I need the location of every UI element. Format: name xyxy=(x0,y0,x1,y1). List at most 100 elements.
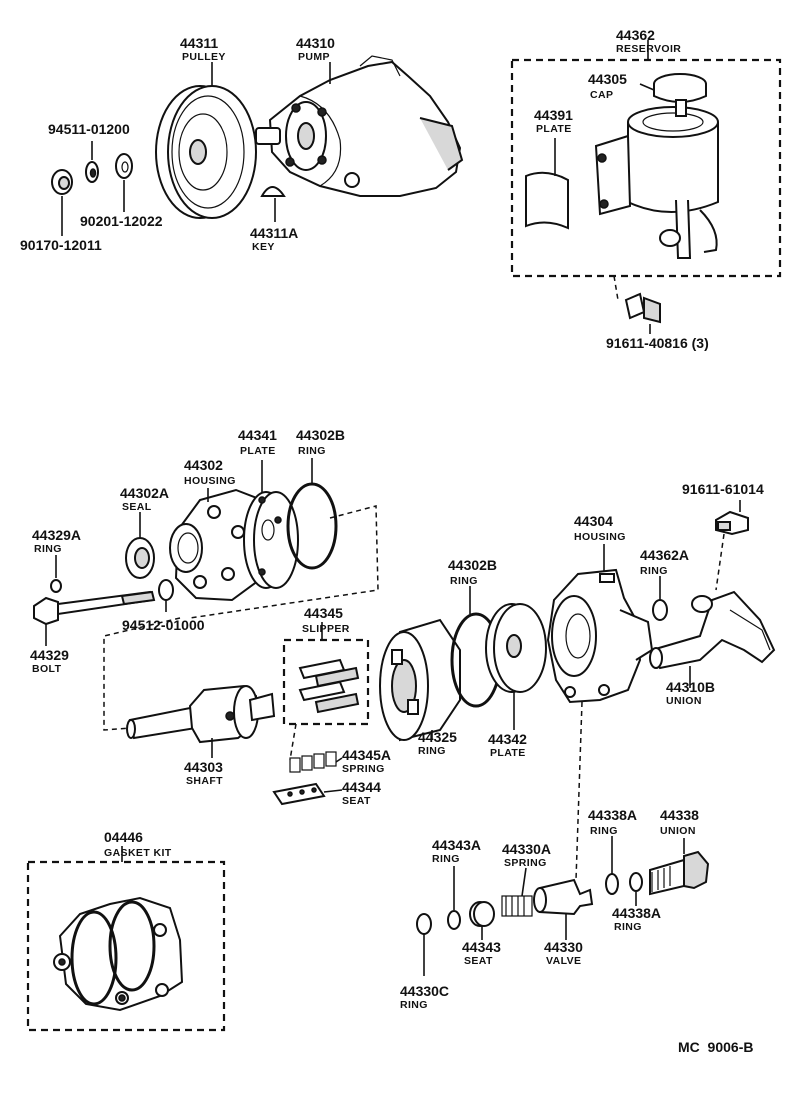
reservoir-plate-part xyxy=(525,171,569,230)
label-seat-no: 44344 xyxy=(342,779,381,795)
label-key-name: KEY xyxy=(252,241,275,253)
label-valve-seat-no: 44343 xyxy=(462,939,501,955)
label-spring-name: SPRING xyxy=(342,763,385,775)
label-res-plate-name: PLATE xyxy=(536,123,572,135)
front-housing-part xyxy=(169,488,270,602)
cam-ring-part xyxy=(379,618,461,742)
label-front-housing-name: HOUSING xyxy=(184,475,236,487)
slipper-box xyxy=(282,638,370,726)
ring-lower-part xyxy=(629,872,643,892)
label-reservoir-no: 44362 xyxy=(616,27,655,43)
washer-c-part xyxy=(158,579,174,601)
label-slipper-no: 44345 xyxy=(304,605,343,621)
label-front-ring-name: RING xyxy=(298,445,326,457)
assembly-line-2 xyxy=(103,617,181,731)
label-valve-name: VALVE xyxy=(546,955,581,967)
ring-upper-part xyxy=(605,873,619,895)
label-union-bolt-no: 91611-61014 xyxy=(682,481,764,497)
spring-part xyxy=(289,751,337,773)
bolt-part xyxy=(33,590,156,626)
label-pulley-no: 44311 xyxy=(180,35,218,51)
label-cam-ring-o-no: 44302B xyxy=(448,557,497,573)
key-part xyxy=(260,186,286,197)
ring-c-part xyxy=(416,913,432,935)
label-cap-no: 44305 xyxy=(588,71,627,87)
label-bolt-no: 44329 xyxy=(30,647,69,663)
label-nut-no: 90170-12011 xyxy=(20,237,102,253)
washer-a-part xyxy=(85,161,99,183)
gasket-kit-box xyxy=(26,860,226,1032)
label-seal-no: 44302A xyxy=(120,485,169,501)
shaft-part xyxy=(126,684,276,744)
label-pump-no: 44310 xyxy=(296,35,335,51)
label-key-no: 44311A xyxy=(250,225,298,241)
label-reservoir-name: RESERVOIR xyxy=(616,43,681,55)
label-ring-c-no: 44330C xyxy=(400,983,449,999)
union-outlet-part xyxy=(649,850,710,896)
seat-part xyxy=(272,782,326,806)
label-bolt-name: BOLT xyxy=(32,663,62,675)
label-front-housing-no: 44302 xyxy=(184,457,223,473)
rear-housing-part xyxy=(546,568,654,704)
label-ring-upper-name: RING xyxy=(590,825,618,837)
label-front-plate-no: 44341 xyxy=(238,427,277,443)
valve-ring-part xyxy=(447,910,461,930)
label-union-no: 44310B xyxy=(666,679,715,695)
valve-seat-part xyxy=(469,901,495,927)
seal-part xyxy=(125,537,155,579)
label-shaft-no: 44303 xyxy=(184,759,223,775)
label-ring-lower-name: RING xyxy=(614,921,642,933)
label-cam-ring-no: 44325 xyxy=(418,729,457,745)
front-plate-part xyxy=(243,491,299,589)
label-ring-c-name: RING xyxy=(400,999,428,1011)
label-slipper-name: SLIPPER xyxy=(302,623,350,635)
label-union-outlet-no: 44338 xyxy=(660,807,699,823)
label-bolt-ring-no: 44329A xyxy=(32,527,81,543)
label-rear-housing-no: 44304 xyxy=(574,513,613,529)
label-rear-plate-no: 44342 xyxy=(488,731,527,747)
valve-part xyxy=(533,878,594,916)
label-cam-ring-o-name: RING xyxy=(450,575,478,587)
nut-part xyxy=(51,169,73,195)
reservoir-bolt-part xyxy=(624,292,661,324)
label-cam-ring-name: RING xyxy=(418,745,446,757)
union-bolt-part xyxy=(715,510,749,536)
label-valve-spring-no: 44330A xyxy=(502,841,551,857)
label-valve-ring-name: RING xyxy=(432,853,460,865)
label-union-ring-no: 44362A xyxy=(640,547,689,563)
label-spring-no: 44345A xyxy=(342,747,391,763)
footer-code: MC 9006-B xyxy=(678,1039,753,1055)
label-gasket-kit-name: GASKET KIT xyxy=(104,847,172,859)
pulley-part xyxy=(155,85,257,219)
label-valve-ring-no: 44343A xyxy=(432,837,481,853)
label-washer-a-no: 94511-01200 xyxy=(48,121,130,137)
label-cap-name: CAP xyxy=(590,89,613,101)
cap-part xyxy=(653,73,707,117)
label-shaft-name: SHAFT xyxy=(186,775,223,787)
bolt-ring-part xyxy=(50,579,62,593)
label-valve-no: 44330 xyxy=(544,939,583,955)
rear-plate-part xyxy=(485,603,547,693)
label-washer-c-no: 94512-01000 xyxy=(122,617,205,633)
label-valve-spring-name: SPRING xyxy=(504,857,547,869)
label-front-plate-name: PLATE xyxy=(240,445,276,457)
label-ring-lower-no: 44338A xyxy=(612,905,661,921)
label-rear-plate-name: PLATE xyxy=(490,747,526,759)
label-res-plate-no: 44391 xyxy=(534,107,573,123)
gasket-kit-part xyxy=(53,896,184,1012)
label-valve-seat-name: SEAT xyxy=(464,955,493,967)
valve-spring-part xyxy=(501,895,533,917)
label-bolt-ring-name: RING xyxy=(34,543,62,555)
label-front-ring-no: 44302B xyxy=(296,427,345,443)
label-res-bolt-no: 91611-40816 (3) xyxy=(606,335,709,351)
label-washer-b-no: 90201-12022 xyxy=(80,213,163,229)
label-seat-name: SEAT xyxy=(342,795,371,807)
label-seal-name: SEAL xyxy=(122,501,152,513)
union-part xyxy=(649,590,776,670)
label-rear-housing-name: HOUSING xyxy=(574,531,626,543)
label-union-name: UNION xyxy=(666,695,702,707)
pump-part xyxy=(255,55,464,197)
label-ring-upper-no: 44338A xyxy=(588,807,637,823)
